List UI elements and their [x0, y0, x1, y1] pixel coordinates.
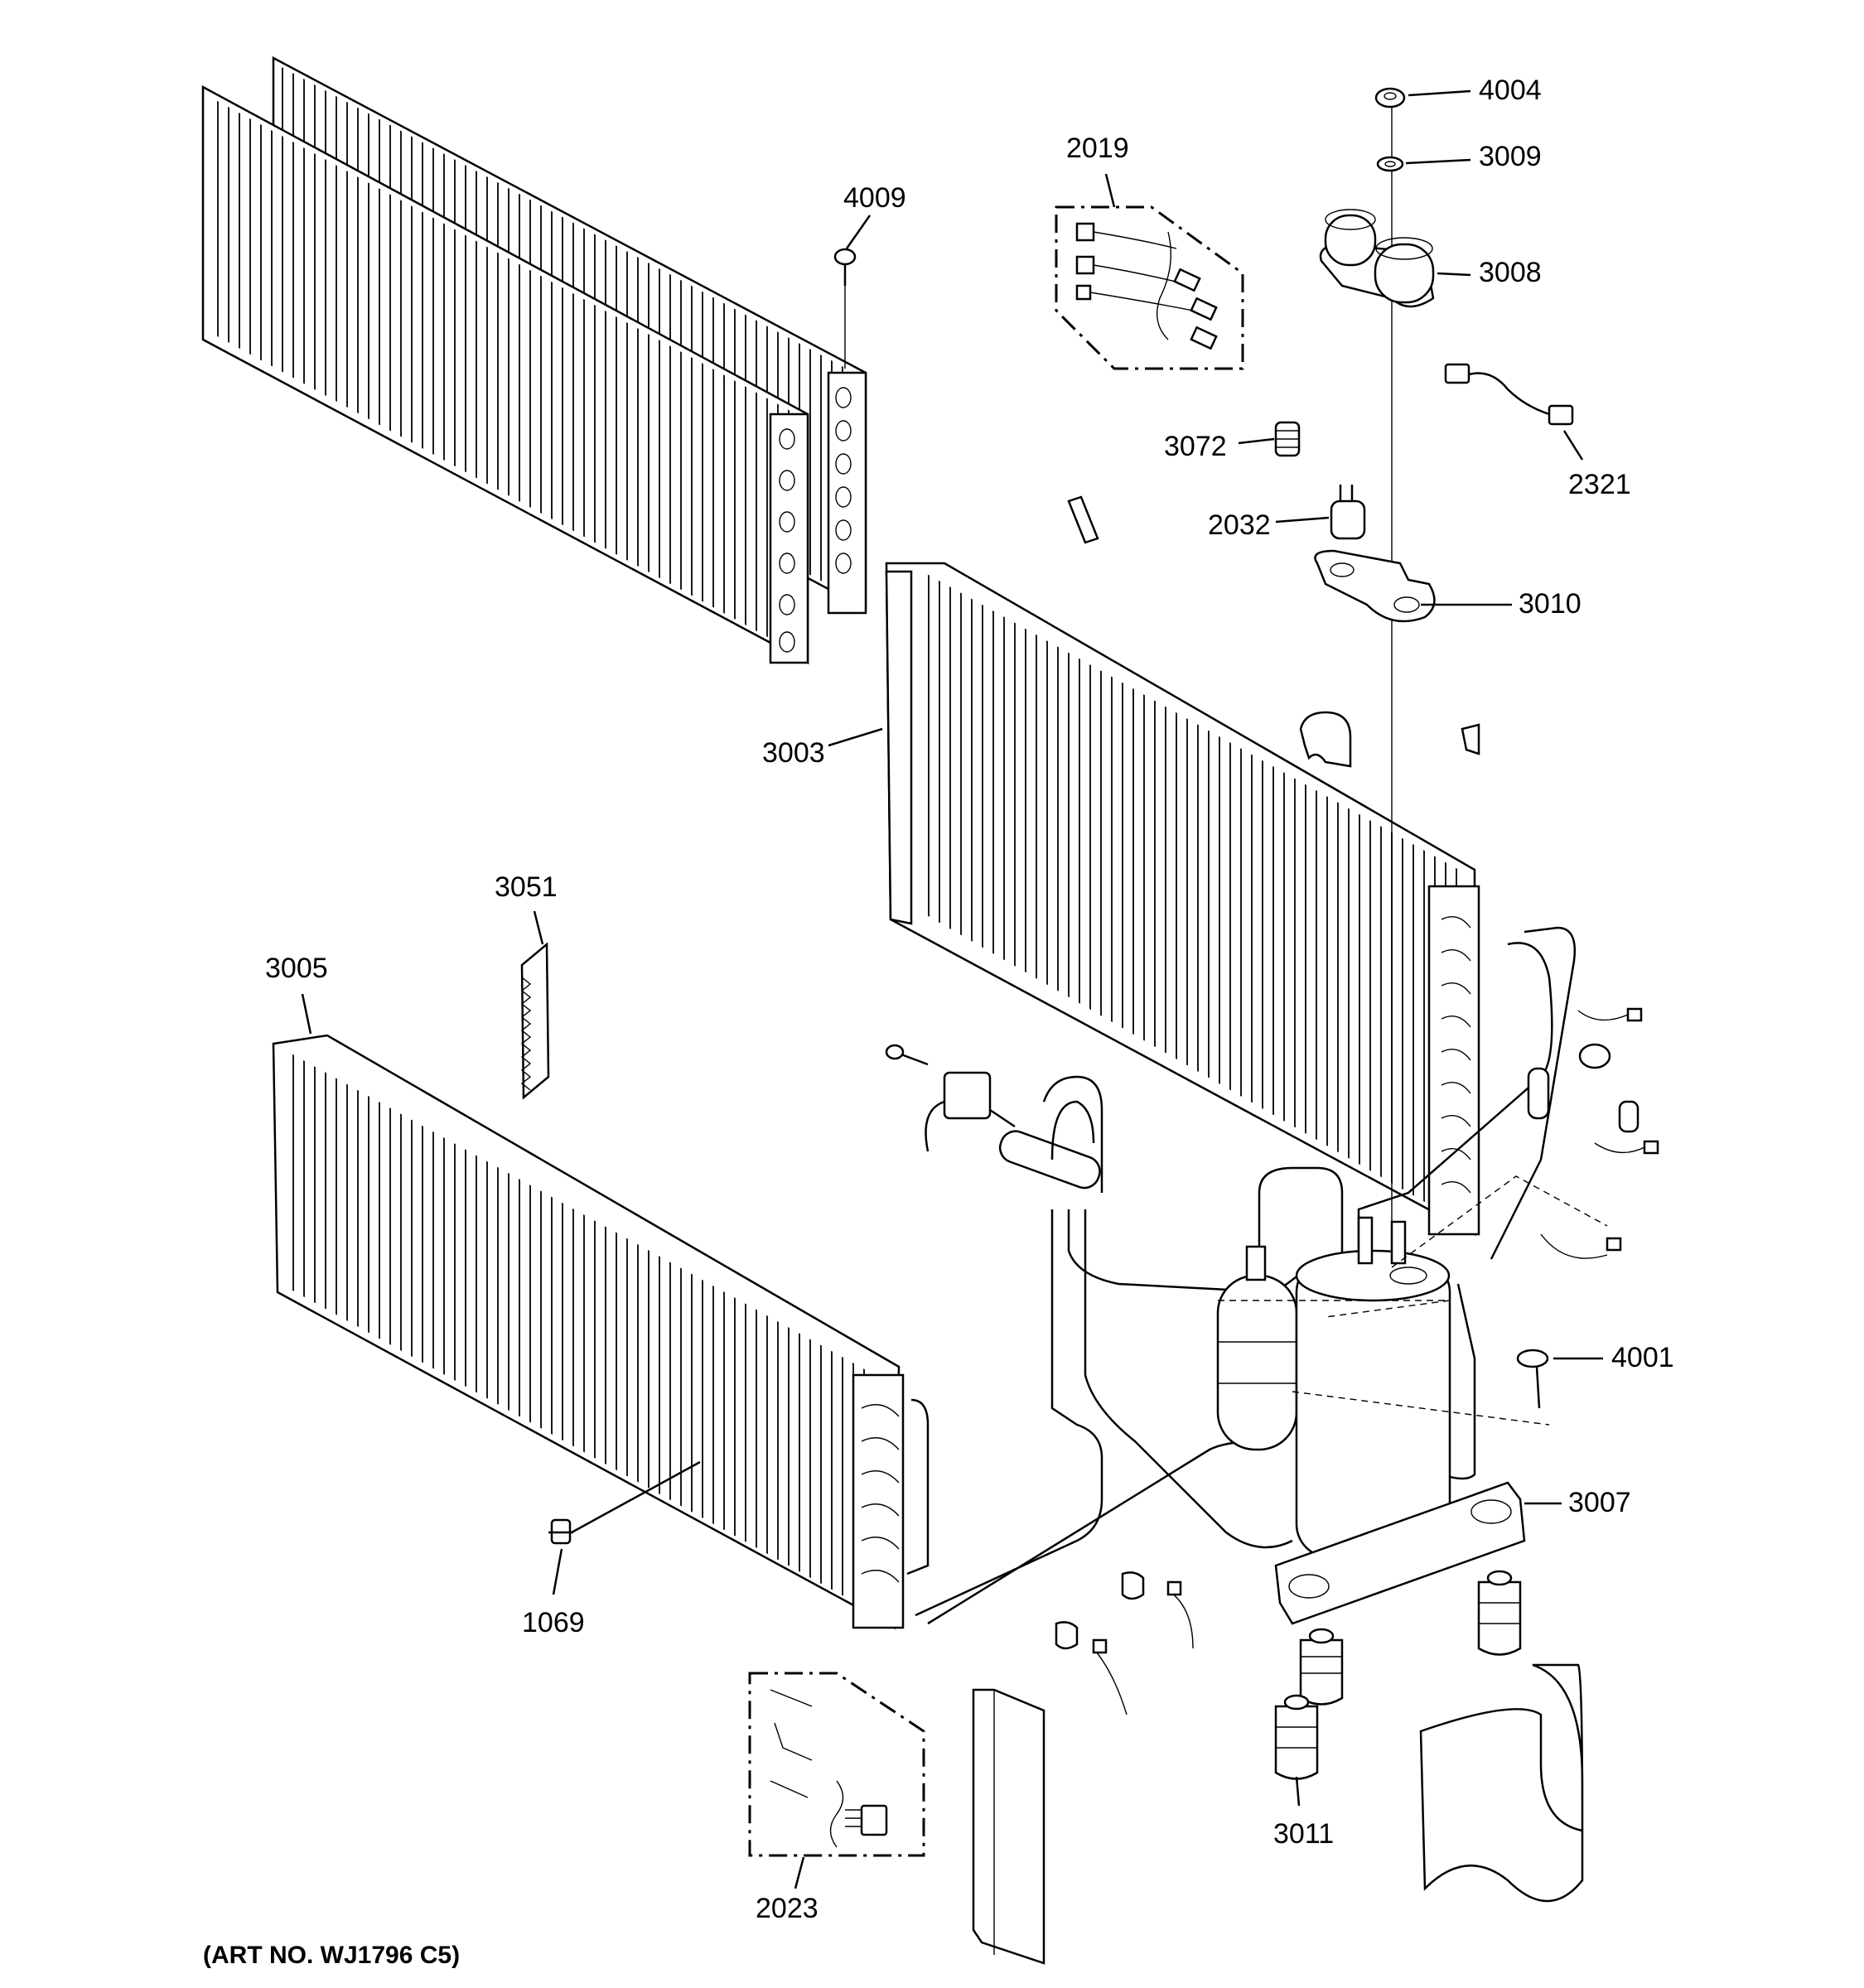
grommet-lower [1274, 1694, 1319, 1780]
callout-4004: 4004 [1479, 75, 1542, 106]
callout-2032: 2032 [1208, 509, 1271, 541]
leader-lines [301, 89, 1603, 1889]
grommet-left [1299, 1628, 1344, 1706]
small-wedge-left [1067, 495, 1099, 544]
reversing-valve-assembly [925, 1071, 1101, 1189]
callout-3072: 3072 [1164, 431, 1227, 462]
wire-harness-2321 [1444, 363, 1574, 426]
bracket-3010 [1314, 549, 1436, 623]
callout-3011: 3011 [1273, 1818, 1334, 1850]
callout-3008: 3008 [1479, 257, 1542, 288]
compressor-sound-jacket [1419, 1663, 1584, 1903]
mounting-bracket-strip [972, 1688, 1045, 1965]
parts-kit-2023 [748, 1672, 925, 1857]
callout-3009: 3009 [1479, 141, 1542, 172]
insulator-block [1299, 711, 1352, 768]
sensor-clip-a [1121, 1571, 1194, 1649]
callout-2321: 2321 [1568, 469, 1631, 500]
grommet-right [1477, 1570, 1522, 1656]
callout-labels: 4004 3009 2019 4009 3008 3072 2321 2032 … [203, 75, 1674, 1969]
wiring-kit-2019 [1055, 205, 1244, 370]
callout-3010: 3010 [1519, 588, 1582, 620]
right-side-sensors [1527, 1007, 1659, 1259]
callout-4001: 4001 [1611, 1342, 1674, 1373]
evaporator-coil [272, 1034, 905, 1630]
callout-2019: 2019 [1066, 133, 1129, 164]
screw-valve [885, 1044, 929, 1066]
accumulator [1216, 1245, 1298, 1451]
callout-1069: 1069 [522, 1607, 585, 1638]
art-number: (ART NO. WJ1796 C5) [203, 1942, 460, 1969]
gasket-strip-3051 [520, 942, 550, 1100]
sensor-clip-1069 [548, 1518, 573, 1545]
nut-4004 [1374, 87, 1406, 109]
compressor [1218, 1175, 1608, 1559]
callout-3007: 3007 [1568, 1487, 1631, 1518]
upper-front-coil [201, 84, 809, 665]
condenser-coil [885, 562, 1480, 1237]
small-wedge-right [1461, 723, 1480, 755]
callout-4009: 4009 [843, 182, 906, 214]
spring-3072 [1274, 421, 1301, 457]
compressor-base-plate [1274, 1481, 1526, 1625]
washer-3009 [1376, 156, 1404, 172]
mount-3008 [1319, 209, 1435, 308]
callout-3051: 3051 [495, 871, 558, 903]
plug-2032 [1330, 485, 1366, 540]
callout-3003: 3003 [762, 737, 825, 769]
sensor-clip-b [1055, 1621, 1128, 1715]
screw-4009 [833, 248, 857, 369]
screw-4001 [1516, 1349, 1549, 1409]
callout-2023: 2023 [756, 1893, 819, 1924]
callout-3005: 3005 [265, 953, 328, 984]
